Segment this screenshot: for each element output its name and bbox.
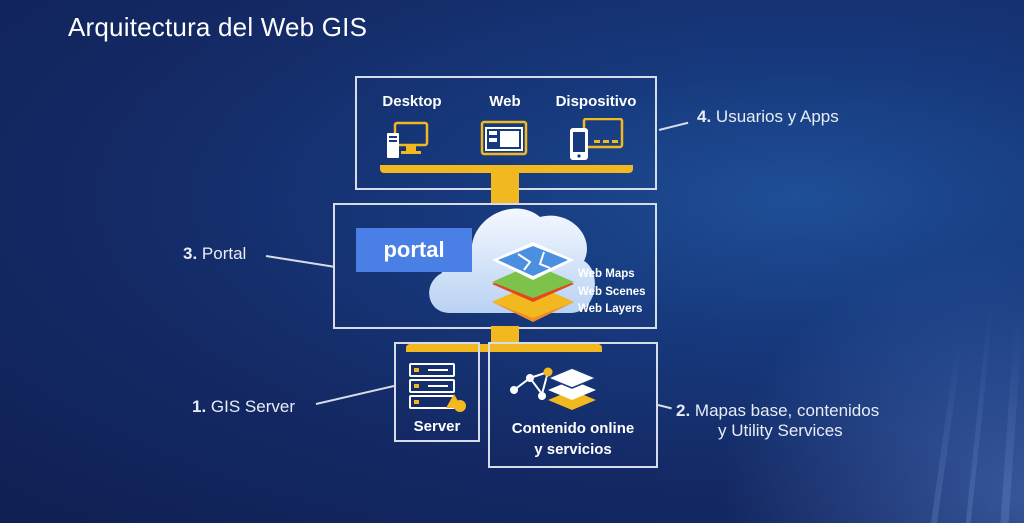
portal-badge: portal bbox=[356, 228, 472, 272]
content-label-line-2: y servicios bbox=[534, 441, 612, 458]
content-services-number: 2. bbox=[676, 401, 691, 420]
layer-web-maps: Web Maps bbox=[578, 268, 635, 280]
content-services-label: 2. Mapas base, contenidos y Utility Serv… bbox=[676, 401, 879, 441]
background-glow bbox=[694, 223, 1024, 523]
portal-number: 3. bbox=[183, 244, 198, 263]
web-label: Web bbox=[489, 93, 521, 110]
portal-label: 3. Portal bbox=[183, 244, 246, 264]
portal-text: Portal bbox=[201, 244, 247, 263]
content-label-line-1: Contenido online bbox=[511, 420, 635, 437]
slide-title: Arquitectura del Web GIS bbox=[68, 12, 368, 42]
content-services-line-1: 2. Mapas base, contenidos bbox=[676, 401, 879, 421]
desktop-label: Desktop bbox=[382, 93, 442, 110]
content-network-icon bbox=[510, 367, 598, 410]
mobile-label: Dispositivo bbox=[555, 93, 637, 110]
users-apps-text: Usuarios y Apps bbox=[715, 107, 839, 126]
upper-connector-pillar bbox=[491, 172, 519, 204]
gis-server-number: 1. bbox=[192, 397, 207, 416]
server-label: Server bbox=[413, 418, 461, 435]
gis-server-text: GIS Server bbox=[210, 397, 296, 416]
content-services-text-1: Mapas base, contenidos bbox=[694, 401, 880, 420]
server-icon bbox=[409, 363, 466, 412]
layers-stack-icon bbox=[492, 242, 574, 322]
server-platform-bar bbox=[406, 344, 602, 352]
web-icon bbox=[480, 120, 528, 156]
mobile-device-icon bbox=[570, 118, 624, 160]
content-label: Contenido online y servicios bbox=[490, 418, 656, 460]
server-box bbox=[394, 342, 480, 442]
users-apps-label: 4. Usuarios y Apps bbox=[697, 107, 839, 127]
server-connector-line bbox=[315, 385, 395, 405]
users-apps-number: 4. bbox=[697, 107, 712, 126]
gis-server-label: 1. GIS Server bbox=[192, 397, 295, 417]
layer-web-layers: Web Layers bbox=[578, 303, 643, 315]
layer-web-scenes: Web Scenes bbox=[578, 286, 646, 298]
portal-connector-line bbox=[265, 255, 334, 268]
users-platform-bar bbox=[380, 165, 633, 173]
content-connector-line bbox=[657, 404, 672, 410]
users-connector-line bbox=[658, 121, 689, 131]
content-services-line-2: y Utility Services bbox=[718, 421, 843, 440]
desktop-icon bbox=[387, 121, 429, 158]
content-box bbox=[488, 342, 658, 468]
